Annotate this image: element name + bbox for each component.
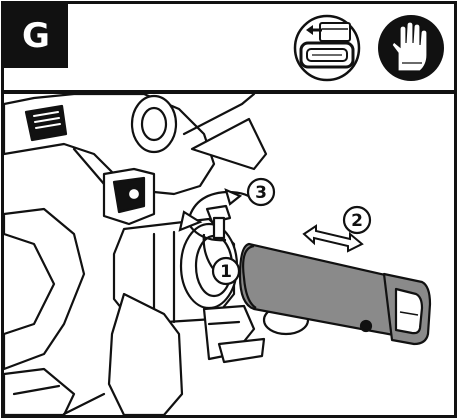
callout-3-number: 3 — [255, 183, 267, 203]
callout-2: 2 — [342, 205, 372, 235]
gloves-icon — [378, 15, 444, 81]
callout-2-number: 2 — [351, 211, 363, 231]
step-badge: G — [4, 4, 68, 68]
panel-header: G — [4, 4, 454, 94]
miter-saw-illustration: 1 2 3 — [4, 94, 432, 415]
callout-1: 1 — [211, 256, 241, 286]
callout-1-number: 1 — [220, 262, 232, 282]
battery-release-icon — [293, 14, 361, 82]
callout-3: 3 — [246, 177, 276, 207]
